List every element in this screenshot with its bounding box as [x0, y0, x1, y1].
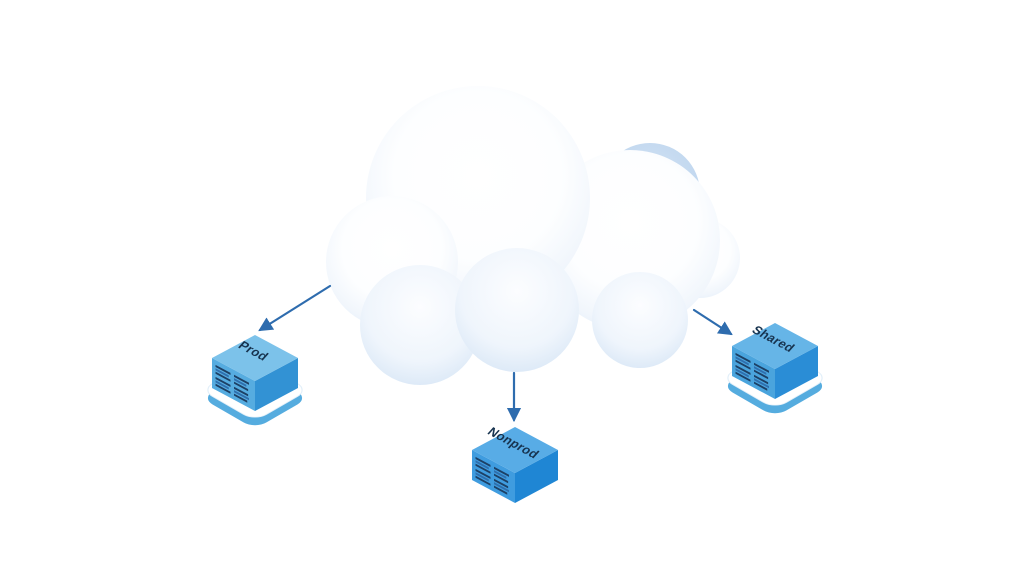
box-left-face: [212, 358, 255, 411]
connector-cloud-to-shared: [692, 308, 733, 336]
box-right-face: [775, 346, 818, 399]
box-left-face: [732, 346, 775, 399]
connector-cloud-to-prod: [258, 284, 332, 332]
node-prod: Prod: [207, 335, 303, 426]
box-right-face: [515, 450, 558, 503]
cloud-icon: [326, 86, 740, 385]
cloud-puff: [592, 272, 688, 368]
cloud-puff: [455, 248, 579, 372]
box-left-face: [472, 450, 515, 503]
cloud-puff: [360, 265, 480, 385]
server-slots: [735, 352, 770, 391]
server-slots: [475, 456, 510, 495]
box-top-face: [732, 323, 818, 369]
connectors: [258, 284, 733, 423]
server-slots: [215, 364, 250, 403]
box-right-face: [255, 358, 298, 411]
node-nonprod: Nonprod: [472, 425, 558, 503]
box-top-face: [212, 335, 298, 381]
box-top-face: [472, 427, 558, 473]
node-shared: Shared: [727, 323, 823, 414]
